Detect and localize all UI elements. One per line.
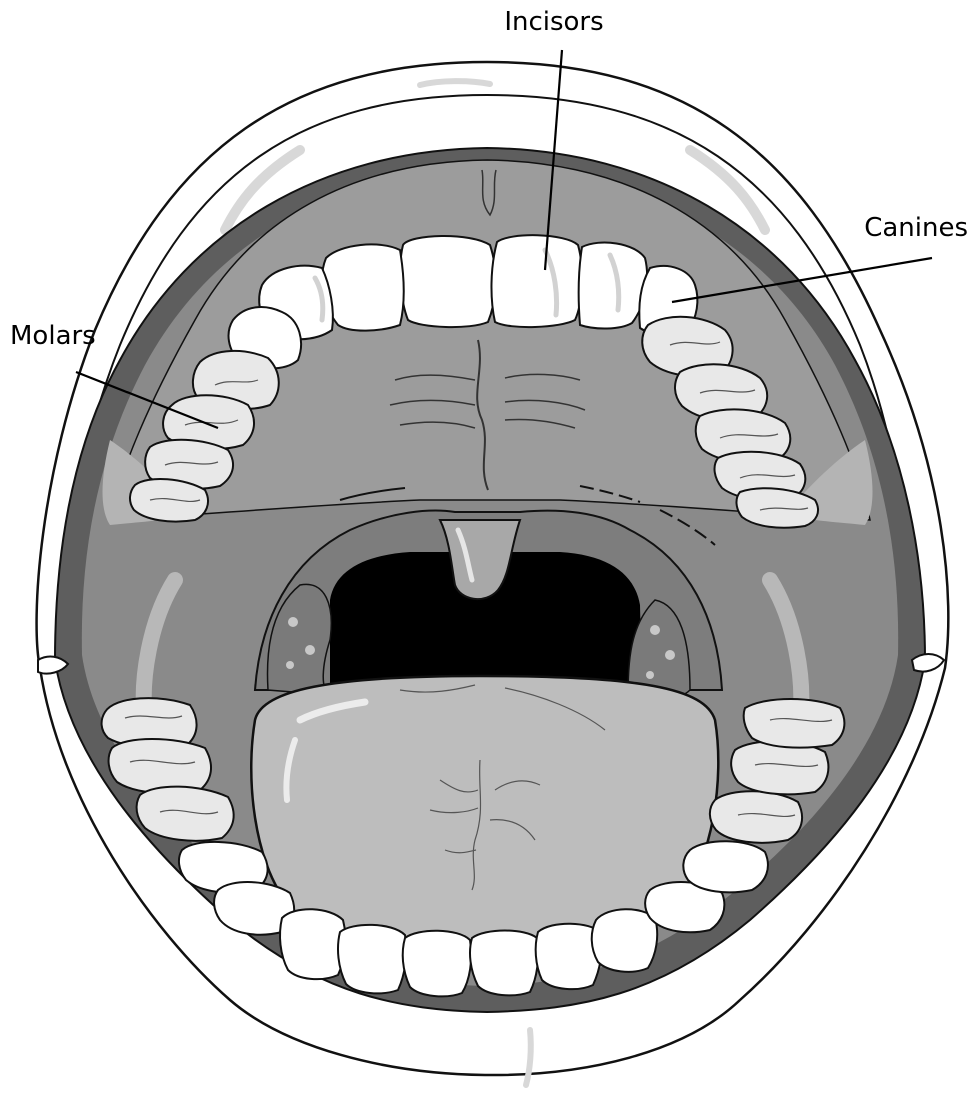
tonsil-spot	[665, 650, 675, 660]
tooth-lower-molar-right	[731, 741, 828, 794]
incisors-label: Incisors	[504, 7, 603, 37]
tooth-lower-canine-right	[592, 909, 657, 972]
tooth-upper-central-left	[400, 236, 495, 327]
tooth-lower-molar-right	[744, 699, 845, 748]
tooth-upper-lateral-left	[322, 244, 404, 330]
tonsil-spot	[288, 617, 298, 627]
tooth-lower-molar-left	[137, 787, 234, 841]
tooth-upper-central-right	[491, 235, 582, 327]
tooth-lower-incisor	[338, 925, 406, 994]
tooth-lower-molar-left	[109, 739, 211, 793]
tooth-lower-premolar-right	[683, 841, 768, 892]
molars-label: Molars	[10, 321, 96, 351]
canines-label: Canines	[864, 213, 968, 243]
tonsil-spot	[646, 671, 654, 679]
tooth-lower-incisor	[403, 931, 471, 997]
tonsil-spot	[286, 661, 294, 669]
tooth-lower-canine-left	[280, 909, 345, 979]
tooth-lower-molar-right	[710, 791, 802, 843]
tooth-lower-incisor	[470, 931, 538, 996]
tonsil-spot	[650, 625, 660, 635]
tonsil-spot	[305, 645, 315, 655]
